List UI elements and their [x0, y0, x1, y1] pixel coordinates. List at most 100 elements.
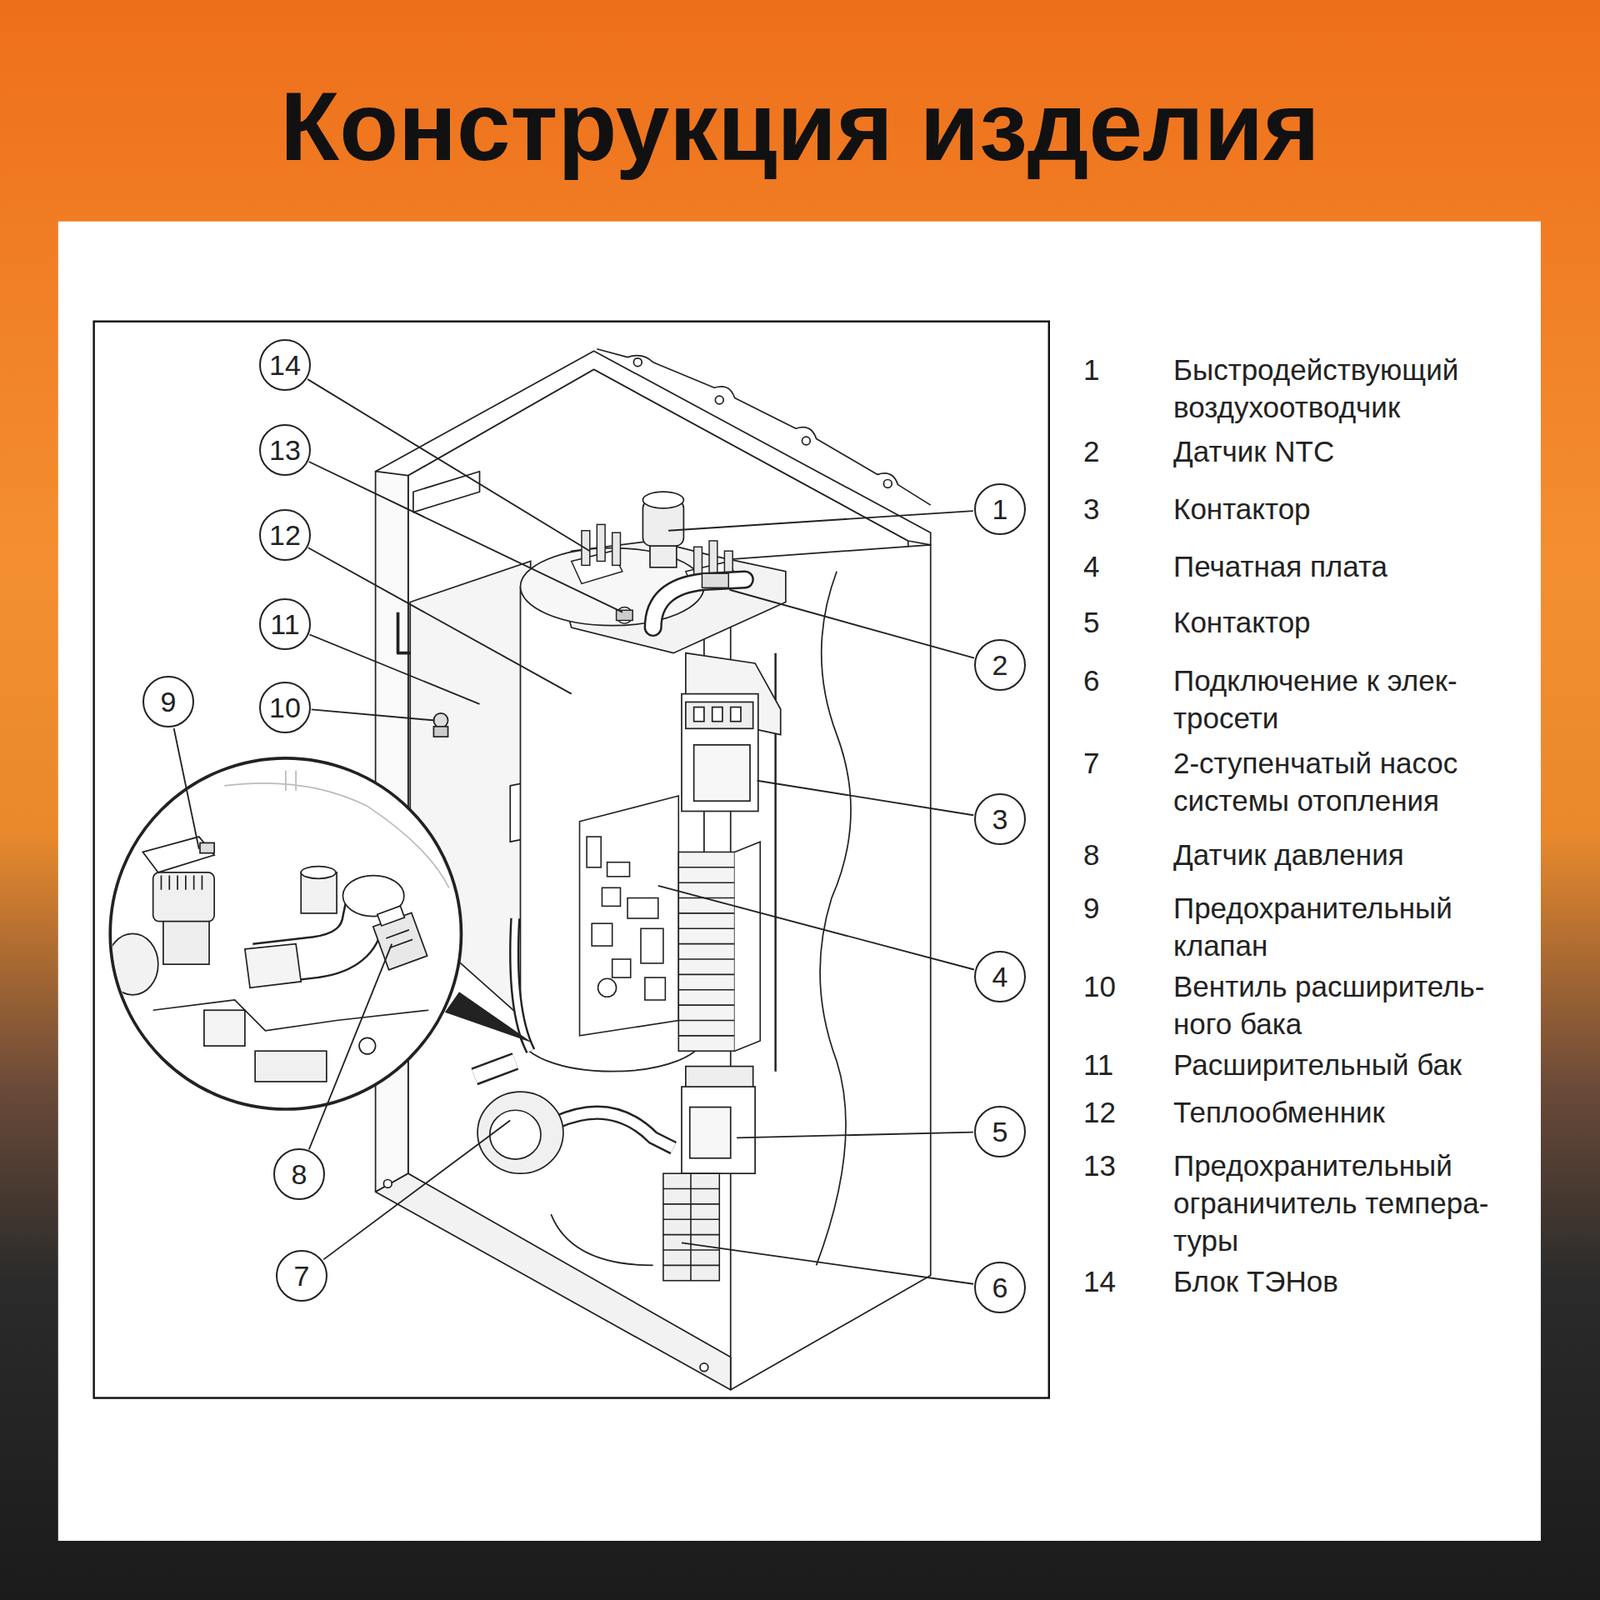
terminal-block	[690, 1173, 692, 1281]
legend-text: Датчик NTC	[1173, 432, 1524, 470]
pipe-elbow	[701, 573, 729, 588]
pump	[514, 918, 531, 1051]
leader-line	[658, 885, 975, 970]
leader-lines	[174, 379, 975, 1285]
contactor	[681, 694, 759, 812]
expansion-tank	[433, 726, 448, 737]
legend-text: Контактор	[1173, 490, 1524, 528]
zoom-pointer	[445, 991, 533, 1043]
legend-text: 2-ступенчатый насос системы отопления	[1173, 744, 1524, 820]
zoom-detail	[153, 1000, 430, 1031]
callout-text: 12	[269, 520, 301, 550]
callout-number: 11	[259, 598, 311, 650]
pipe-elbow	[653, 580, 745, 629]
heating-elements	[709, 540, 718, 576]
boiler-casing	[375, 1173, 731, 1390]
leader-line	[681, 1242, 974, 1284]
leader-line	[309, 944, 392, 1150]
leader-line	[323, 1120, 510, 1260]
boiler-casing	[883, 480, 892, 489]
legend-text: Расширительный бак	[1173, 1045, 1524, 1084]
callout-number: 2	[974, 639, 1026, 691]
contactor	[690, 1107, 731, 1159]
leader-line	[307, 379, 590, 551]
zoom-detail	[163, 918, 210, 965]
legend-number: 1	[1083, 350, 1100, 389]
heating-elements	[616, 607, 634, 625]
legend-number: 5	[1083, 603, 1100, 641]
pump	[550, 1214, 653, 1265]
zoom-detail	[255, 1050, 327, 1082]
boiler-casing	[383, 1180, 392, 1189]
callout-number: 14	[259, 339, 311, 391]
air-vent	[642, 491, 684, 509]
terminal-block	[663, 1173, 720, 1281]
boiler-casing	[375, 349, 931, 1390]
circuit-board	[607, 862, 630, 877]
circuit-board	[627, 898, 659, 919]
heating-elements	[616, 610, 634, 620]
zoom-detail	[153, 872, 215, 922]
pump	[474, 1060, 515, 1076]
zoom-detail	[385, 930, 413, 949]
zoom-detail	[204, 1010, 245, 1046]
leader-line	[668, 510, 974, 531]
callout-number: 5	[974, 1105, 1026, 1158]
contactor	[694, 745, 750, 801]
zoom-detail	[285, 770, 296, 790]
legend-text: Блок ТЭНов	[1173, 1262, 1524, 1300]
expansion-tank	[433, 713, 448, 728]
circuit-board	[580, 795, 680, 1036]
circuit-board	[598, 978, 617, 997]
zoom-circle	[110, 758, 461, 1110]
callout-number: 7	[275, 1250, 328, 1302]
callout-text: 8	[291, 1160, 308, 1189]
boiler-casing	[730, 545, 931, 1390]
circuit-board	[735, 841, 761, 1051]
legend-text: Предохранительный клапан	[1173, 889, 1524, 965]
legend-text: Контактор	[1173, 603, 1524, 641]
pipe-elbow	[653, 580, 745, 629]
boiler-casing	[715, 395, 724, 405]
callout-text: 2	[992, 650, 1009, 680]
callout-text: 4	[992, 962, 1009, 991]
legend-text: Печатная плата	[1173, 547, 1524, 585]
white-panel	[58, 221, 1541, 1541]
zoom-detail	[370, 903, 428, 970]
pump	[474, 918, 674, 1265]
zoom-detail	[122, 1020, 184, 1092]
callout-text: 14	[269, 350, 301, 380]
leader-line	[309, 461, 623, 613]
leader-line	[736, 1132, 974, 1139]
circuit-board	[645, 977, 665, 1000]
legend-number: 6	[1083, 661, 1100, 700]
callout-number: 3	[974, 793, 1026, 845]
boiler-casing	[700, 1363, 709, 1372]
legend-number: 14	[1083, 1262, 1116, 1300]
zoom-detail	[142, 836, 215, 873]
callout-number: 6	[974, 1261, 1026, 1314]
pump	[474, 1060, 515, 1076]
leader-line	[757, 780, 975, 816]
callout-text: 11	[270, 610, 300, 639]
legend-number: 4	[1083, 547, 1100, 585]
boiler-casing	[633, 358, 642, 367]
circuit-board	[591, 923, 612, 946]
legend-number: 13	[1083, 1146, 1116, 1185]
legend-text: Подключение к элек- тросети	[1173, 661, 1524, 737]
circuit-board	[612, 959, 631, 978]
contactor	[712, 707, 723, 722]
boiler-casing	[801, 436, 810, 445]
legend-number: 3	[1083, 490, 1100, 528]
pump	[555, 1112, 674, 1148]
boiler-casing	[596, 349, 930, 505]
callout-text: 9	[160, 687, 177, 716]
leader-line	[310, 635, 480, 705]
callout-number: 13	[259, 424, 311, 476]
contactor	[685, 701, 754, 729]
legend-number: 9	[1083, 889, 1100, 927]
legend-number: 11	[1083, 1045, 1114, 1084]
legend-text: Теплообменник	[1173, 1093, 1524, 1131]
callout-text: 10	[269, 693, 301, 722]
